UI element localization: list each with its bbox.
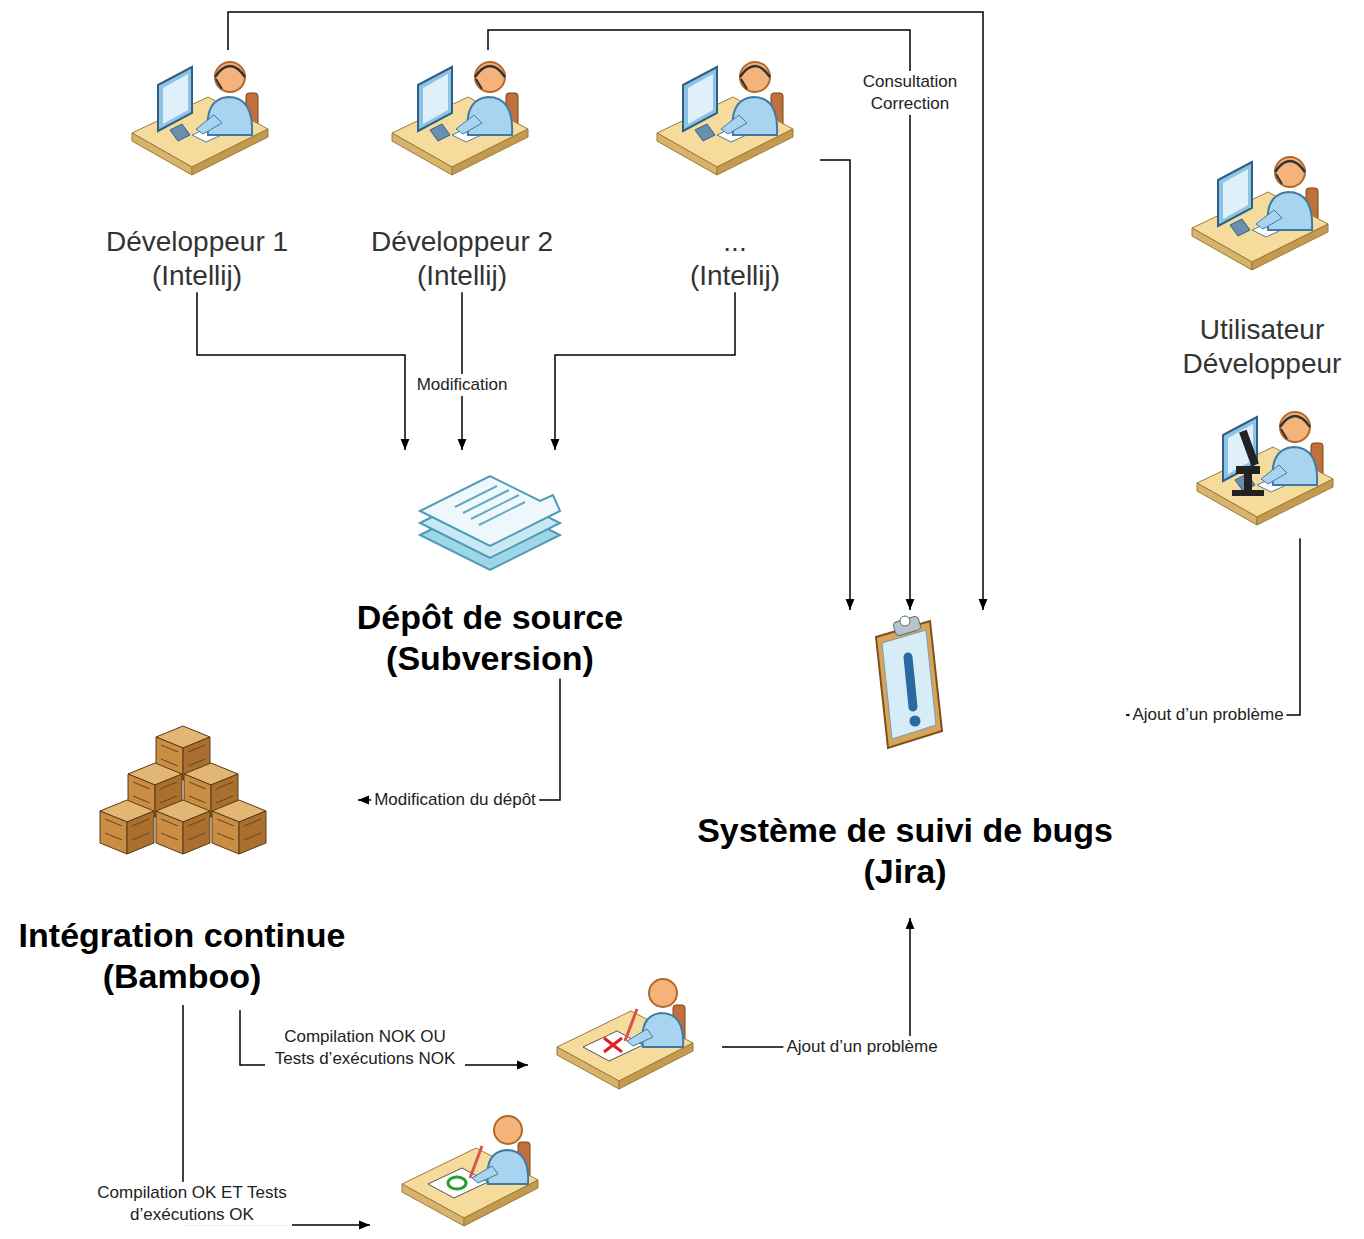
- node-label: Intégration continue (Bamboo): [12, 915, 352, 997]
- edge-label: Ajout d’un problème: [1129, 704, 1286, 726]
- repository-node: Dépôt de source (Subversion): [330, 450, 650, 679]
- bug-tracker-node: Système de suivi de bugs (Jira): [684, 610, 1126, 892]
- node-label: Développeur 1 (Intellij): [92, 225, 302, 292]
- connector-arrow: [1126, 538, 1300, 715]
- developer-node: ... (Intellij): [650, 50, 820, 292]
- developer-icon: [657, 62, 793, 175]
- failure-reporter-icon: [557, 979, 693, 1089]
- edge-label: Modification: [414, 374, 511, 396]
- node-label: Utilisateur Développeur: [1170, 313, 1355, 380]
- flow-label: Compilation NOK OU Tests d’exécutions NO…: [265, 1026, 465, 1070]
- bug-tracker-icon: [876, 616, 942, 748]
- connector-arrow: [820, 160, 850, 610]
- build-boxes-icon: [100, 726, 266, 854]
- success-reporter-icon: [402, 1116, 538, 1226]
- user-node: Utilisateur Développeur: [1164, 145, 1361, 538]
- connector-arrow: [228, 12, 983, 610]
- repository-icon: [420, 476, 560, 570]
- leader-arrow: [722, 918, 910, 1047]
- connector-arrow: [461, 292, 463, 450]
- developer-node: Développeur 2 (Intellij): [351, 50, 573, 292]
- node-label: Dépôt de source (Subversion): [340, 597, 640, 679]
- edge-label: Consultation Correction: [854, 71, 966, 115]
- edge-label: Modification du dépôt: [371, 789, 539, 811]
- user-icon: [1192, 157, 1328, 270]
- user-icon: [1197, 412, 1333, 525]
- ok-mark: [448, 1177, 466, 1189]
- developer-node: Développeur 1 (Intellij): [86, 50, 308, 292]
- developer-icon: [132, 62, 268, 175]
- developer-icon: [392, 62, 528, 175]
- node-label: Développeur 2 (Intellij): [357, 225, 567, 292]
- ci-server-node: Intégration continue (Bamboo): [6, 720, 358, 997]
- connector-arrow: [358, 679, 560, 800]
- node-label: ... (Intellij): [680, 225, 790, 292]
- connector-arrow: [555, 292, 735, 450]
- flow-label: Ajout d’un problème: [783, 1036, 940, 1058]
- flow-label: Compilation OK ET Tests d’exécutions OK: [92, 1182, 292, 1226]
- fail-mark: [604, 1038, 622, 1052]
- microscope-symbol: [1232, 430, 1264, 496]
- connector-arrow: [197, 292, 405, 450]
- connector-arrow: [488, 30, 910, 610]
- node-label: Système de suivi de bugs (Jira): [690, 810, 1120, 892]
